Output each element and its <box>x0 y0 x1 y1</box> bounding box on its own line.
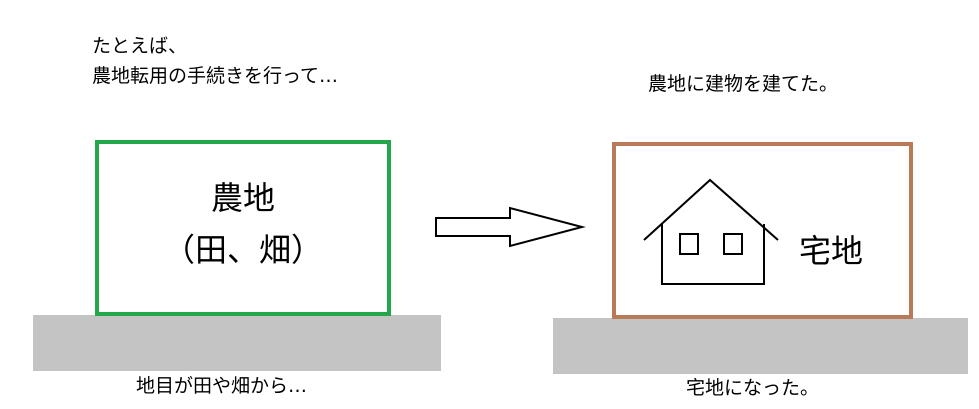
right-bottom-caption: 宅地になった。 <box>686 377 820 399</box>
house-icon <box>643 178 779 285</box>
residential-label: 宅地 <box>799 232 864 270</box>
farmland-title: 農地 <box>210 179 275 217</box>
left-caption-line2: 農地転用の手続きを行って… <box>92 65 339 87</box>
farmland-subtitle: （田、畑） <box>162 231 323 269</box>
right-ground <box>553 318 968 374</box>
left-bottom-caption: 地目が田や畑から… <box>136 375 308 397</box>
farmland-box: 農地 （田、畑） <box>95 140 391 316</box>
right-caption: 農地に建物を建てた。 <box>648 73 839 95</box>
left-ground <box>33 315 441 371</box>
right-arrow-icon <box>435 206 586 248</box>
residential-box: 宅地 <box>612 142 913 319</box>
left-caption-line1: たとえば、 <box>92 35 188 57</box>
